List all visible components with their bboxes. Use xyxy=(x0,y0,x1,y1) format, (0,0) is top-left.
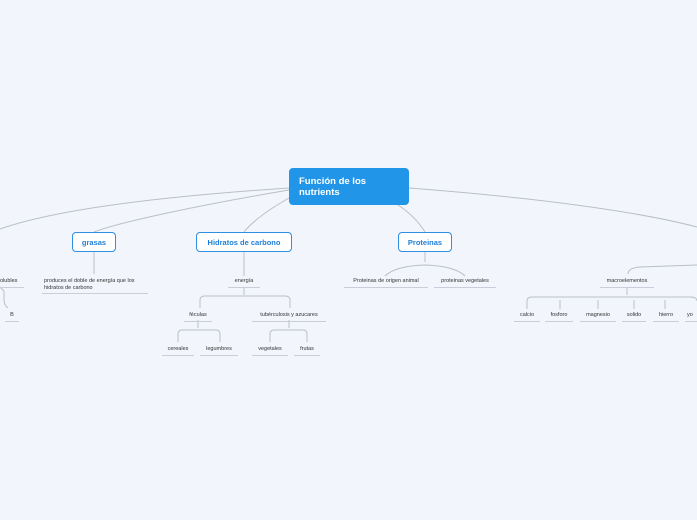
node-proteinas-vegetal[interactable]: proteinas vegetales xyxy=(441,278,489,284)
proteinas-vegetal-underline xyxy=(434,287,496,288)
topic-proteinas[interactable]: Proteinas xyxy=(398,232,452,252)
link-root-hidratos xyxy=(243,197,290,233)
link-root-grasas xyxy=(93,189,290,233)
root-node[interactable]: Función de los nutrients xyxy=(289,168,409,205)
magnesio-underline xyxy=(580,321,616,322)
node-vegetales[interactable]: vegetales xyxy=(258,346,282,352)
node-proteinas-animal[interactable]: Proteinas de origen animal xyxy=(353,278,419,284)
vegetales-underline xyxy=(252,355,288,356)
vitamina-b-underline xyxy=(5,321,19,322)
node-magnesio[interactable]: magnesio xyxy=(586,312,610,318)
node-feculas[interactable]: féculas xyxy=(189,312,207,318)
root-label: Función de los nutrients xyxy=(299,176,367,198)
node-energia[interactable]: energía xyxy=(234,278,254,284)
link-macro-split xyxy=(526,287,697,309)
feculas-underline xyxy=(184,321,212,322)
energia-underline xyxy=(228,287,260,288)
link-tuber-split xyxy=(269,320,308,342)
vitamina-b[interactable]: B xyxy=(10,312,14,318)
macroelementos-underline xyxy=(600,287,654,288)
link-right-macro xyxy=(627,264,697,275)
node-cereales[interactable]: cereales xyxy=(167,346,189,352)
node-macroelementos[interactable]: macroelementos xyxy=(606,278,648,284)
node-frutas[interactable]: frutas xyxy=(300,346,314,352)
link-proteinas-split xyxy=(384,251,466,277)
proteinas-animal-underline xyxy=(344,287,428,288)
topic-hidratos[interactable]: Hidratos de carbono xyxy=(196,232,292,252)
topic-hidratos-label: Hidratos de carbono xyxy=(207,237,281,247)
solido-underline xyxy=(622,321,646,322)
link-root-proteinas xyxy=(397,204,426,233)
tuberculosis-underline xyxy=(252,321,326,322)
link-solubles-b xyxy=(0,286,9,309)
node-hierro[interactable]: hierro xyxy=(658,312,674,318)
topic-grasas-label: grasas xyxy=(81,237,107,247)
node-calcio[interactable]: calcio xyxy=(519,312,535,318)
topic-proteinas-label: Proteinas xyxy=(407,237,443,247)
node-solido[interactable]: solido xyxy=(626,312,642,318)
cereales-underline xyxy=(162,355,194,356)
fosforo-underline xyxy=(545,321,573,322)
legumbres-underline xyxy=(200,355,238,356)
link-energia-split xyxy=(199,287,291,308)
topic-grasas[interactable]: grasas xyxy=(72,232,116,252)
vitaminas-solubles-underline xyxy=(0,287,24,288)
calcio-underline xyxy=(514,321,540,322)
link-feculas-split xyxy=(177,320,221,342)
grasas-note-underline xyxy=(42,293,148,294)
vitaminas-solubles[interactable]: olubles xyxy=(0,278,18,284)
grasas-note[interactable]: produces el doble de energía que los hid… xyxy=(44,278,135,291)
frutas-underline xyxy=(294,355,320,356)
yodo-underline xyxy=(685,321,697,322)
node-legumbres[interactable]: legumbres xyxy=(206,346,232,352)
link-root-right xyxy=(408,187,697,228)
link-root-left xyxy=(0,187,290,230)
node-fosforo[interactable]: fosforo xyxy=(550,312,568,318)
hierro-underline xyxy=(653,321,679,322)
node-tuberculosis[interactable]: tubérculosis y azucares xyxy=(260,312,318,318)
node-yodo[interactable]: yo xyxy=(687,312,693,318)
